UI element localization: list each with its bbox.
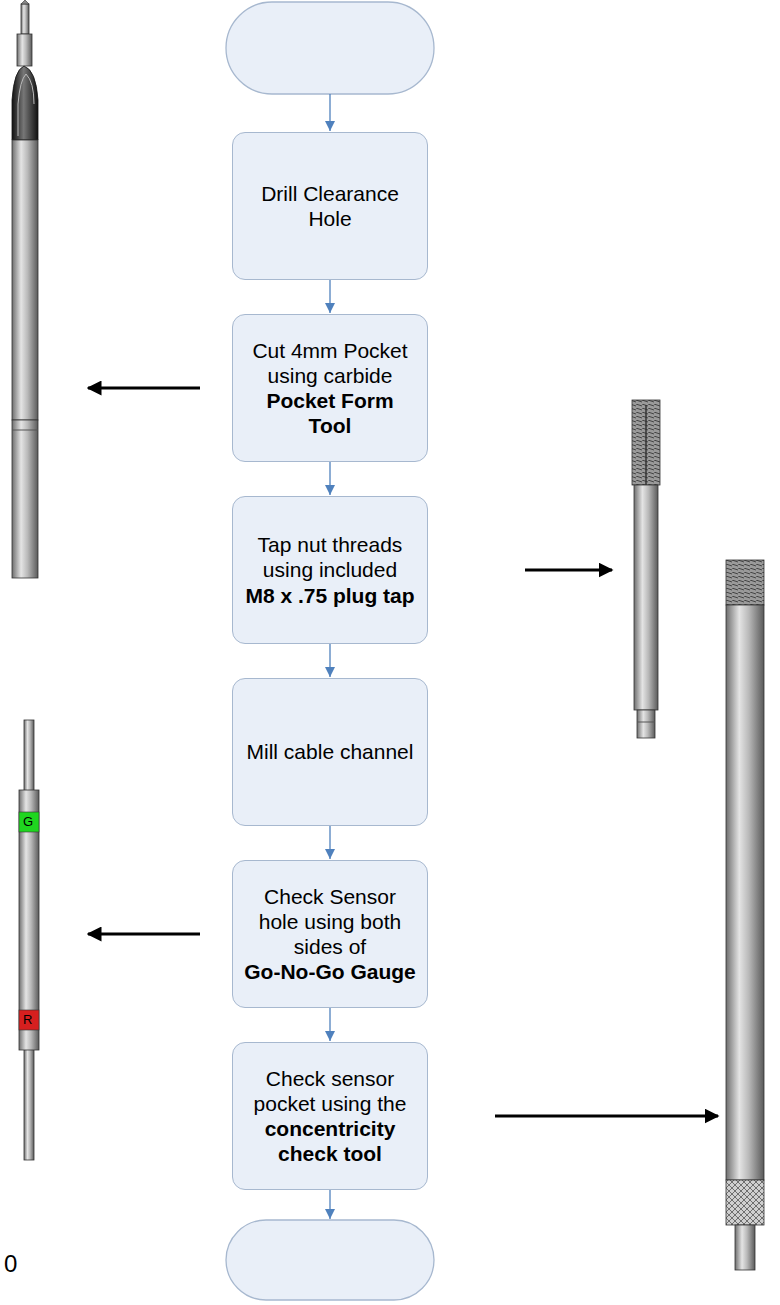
go-no-go-gauge xyxy=(19,720,39,1160)
process-box: Cut 4mm Pocket using carbidePocket Form … xyxy=(232,314,428,462)
flow-arrow xyxy=(329,826,330,859)
process-box: Tap nut threads using includedM8 x .75 p… xyxy=(232,496,428,644)
step-text: Drill Clearance Hole xyxy=(243,181,417,231)
gauge-mark: R xyxy=(23,1013,32,1026)
page-number: 0 xyxy=(4,1252,17,1276)
pointer-arrow xyxy=(88,933,200,936)
step-text: Check sensor pocket using the xyxy=(243,1066,417,1116)
step-text: M8 x .75 plug tap xyxy=(245,583,414,608)
end-terminator xyxy=(226,1220,434,1300)
flow-arrow xyxy=(329,644,330,677)
flow-arrow xyxy=(329,462,330,495)
pointer-arrow xyxy=(495,1115,718,1118)
flow-arrow xyxy=(329,1008,330,1041)
process-box: Check Sensor hole using both sides ofGo-… xyxy=(232,860,428,1008)
concentricity-check-tool xyxy=(726,560,764,1270)
step-text: Check Sensor hole using both sides of xyxy=(243,884,417,960)
process-box: Mill cable channel xyxy=(232,678,428,826)
plug-tap xyxy=(632,400,660,738)
gauge-mark: G xyxy=(23,815,33,828)
step-text: Go-No-Go Gauge xyxy=(244,959,416,984)
step-text: Pocket Form Tool xyxy=(243,388,417,438)
process-box: Drill Clearance Hole xyxy=(232,132,428,280)
start-terminator xyxy=(226,2,434,94)
pocket-form-tool xyxy=(12,0,38,578)
step-text: Cut 4mm Pocket using carbide xyxy=(243,338,417,388)
process-box: Check sensor pocket using theconcentrici… xyxy=(232,1042,428,1190)
flow-arrow xyxy=(329,1190,330,1219)
flow-arrow xyxy=(329,94,330,131)
flow-arrow xyxy=(329,280,330,313)
step-text: Tap nut threads using included xyxy=(243,532,417,582)
step-text: Mill cable channel xyxy=(247,739,414,764)
pointer-arrow xyxy=(525,569,612,572)
pointer-arrow xyxy=(88,387,200,390)
step-text: concentricity check tool xyxy=(243,1116,417,1166)
